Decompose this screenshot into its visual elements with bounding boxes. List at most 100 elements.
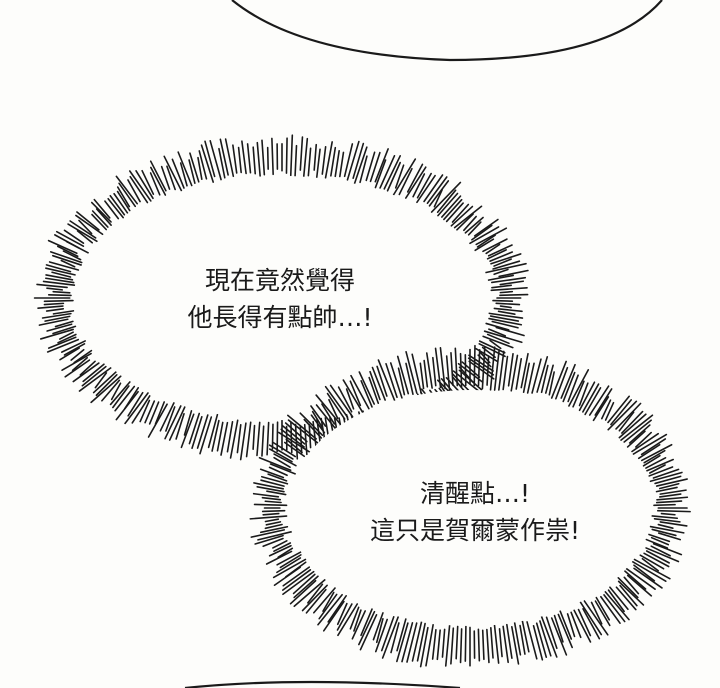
speed-line: [144, 400, 156, 424]
speed-line: [188, 159, 196, 185]
speed-line: [423, 359, 429, 388]
speed-line: [656, 509, 691, 513]
speed-line: [506, 623, 513, 659]
speed-line: [63, 343, 86, 356]
speed-line: [477, 628, 481, 662]
speed-line: [545, 616, 558, 650]
speed-line: [324, 141, 333, 179]
speed-line: [307, 583, 324, 604]
speed-line: [620, 414, 654, 441]
speed-line: [411, 353, 423, 395]
speed-line: [46, 323, 73, 332]
speed-line: [55, 230, 85, 247]
speed-line: [610, 399, 633, 426]
speed-line: [118, 182, 137, 208]
speed-line: [562, 371, 576, 403]
speed-line: [196, 414, 209, 449]
speed-line: [486, 628, 490, 664]
speed-line: [293, 575, 319, 599]
speed-line: [482, 335, 514, 349]
speed-line: [459, 352, 463, 388]
speed-line: [658, 493, 682, 498]
speed-line: [623, 419, 652, 443]
speed-line: [75, 214, 104, 236]
speed-line: [44, 315, 71, 322]
speed-line: [651, 528, 677, 537]
speed-line: [273, 456, 291, 468]
speed-line: [307, 147, 312, 177]
speed-line: [73, 349, 93, 364]
speed-line: [444, 624, 451, 667]
speed-line: [271, 423, 274, 450]
speed-line: [476, 234, 496, 248]
bottom-speech-bubble-edge: [184, 680, 461, 688]
speed-line: [655, 486, 678, 493]
speed-line: [498, 628, 503, 658]
speed-line: [324, 385, 349, 418]
speed-line: [594, 388, 613, 416]
speed-line: [268, 466, 288, 477]
speed-line: [268, 444, 294, 460]
speed-line: [607, 400, 638, 431]
speed-line: [281, 569, 312, 591]
speed-line: [268, 448, 293, 463]
speed-line: [322, 591, 335, 612]
speed-line: [398, 167, 413, 196]
speed-line: [502, 355, 509, 391]
speed-line: [579, 601, 603, 636]
speed-line: [486, 333, 510, 345]
speed-line: [467, 357, 495, 376]
speed-line: [343, 143, 354, 178]
speed-line: [302, 137, 309, 178]
speed-line: [411, 621, 423, 662]
speed-line: [653, 517, 681, 523]
speed-line: [124, 392, 149, 425]
speed-line: [350, 374, 370, 410]
speed-line: [406, 622, 418, 663]
speed-line: [168, 406, 186, 441]
speed-line: [189, 152, 200, 183]
speed-line: [484, 262, 527, 274]
speed-line: [404, 166, 427, 199]
speed-line: [648, 466, 674, 477]
speed-line: [45, 277, 75, 284]
speed-line: [273, 542, 292, 553]
speed-line: [430, 181, 462, 213]
speed-line: [511, 626, 520, 665]
speed-line: [207, 413, 219, 449]
speed-line: [294, 144, 298, 177]
speed-line: [197, 156, 203, 181]
speed-line: [454, 347, 459, 387]
speed-line: [425, 352, 433, 389]
speed-line: [621, 410, 644, 434]
speed-line: [633, 567, 663, 589]
speed-line: [346, 140, 360, 181]
speed-line: [224, 138, 235, 178]
speed-line: [250, 529, 285, 538]
speed-line: [475, 227, 508, 246]
speed-line: [456, 213, 474, 231]
speed-line: [566, 613, 576, 638]
speed-line: [271, 441, 297, 458]
speed-line: [229, 419, 239, 459]
speed-line: [289, 579, 317, 605]
speed-line: [486, 355, 490, 386]
speed-line: [245, 421, 252, 458]
speed-line: [365, 151, 376, 182]
speed-line: [226, 420, 234, 453]
speed-line: [79, 360, 96, 376]
speed-line: [375, 618, 384, 644]
speed-line: [483, 330, 523, 344]
speed-line: [536, 356, 549, 393]
speed-line: [60, 259, 76, 268]
speed-line: [159, 401, 175, 432]
speed-line: [495, 302, 521, 306]
speed-line: [609, 586, 629, 611]
burst-inner-area: [74, 176, 490, 420]
speed-line: [128, 170, 152, 202]
speed-line: [396, 617, 407, 652]
speed-line: [95, 208, 112, 226]
speed-line: [57, 245, 79, 258]
speed-line: [59, 347, 80, 361]
speed-line: [47, 239, 78, 255]
